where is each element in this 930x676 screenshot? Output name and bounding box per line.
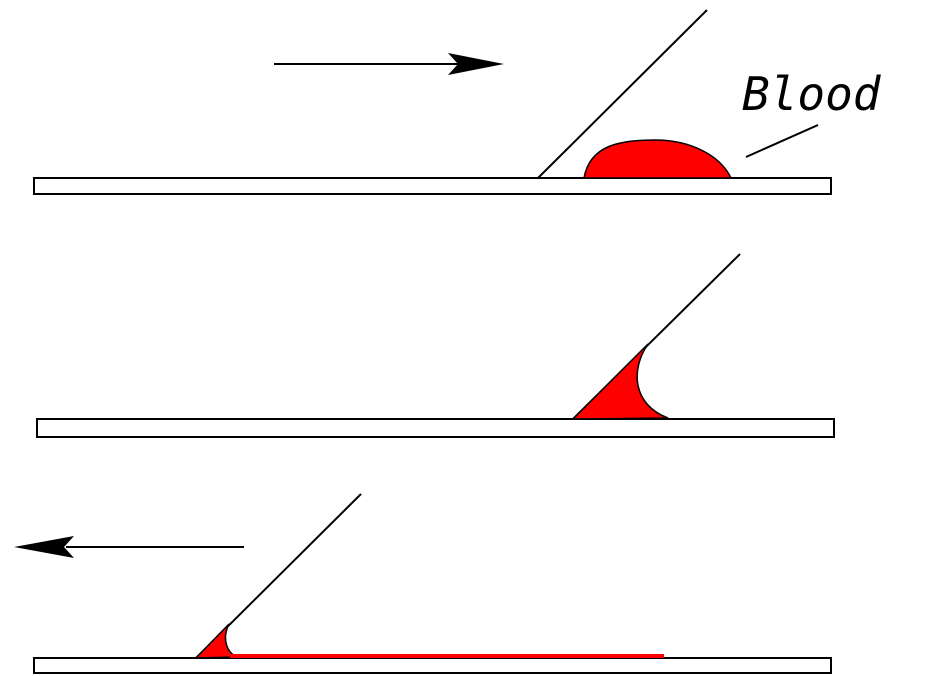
base-slide — [36, 418, 835, 438]
label-pointer-line — [745, 124, 819, 158]
arrow-left-icon — [14, 536, 244, 558]
step-1-panel: Blood — [33, 9, 882, 195]
spreader-slide — [537, 9, 708, 179]
base-slide — [33, 177, 832, 195]
blood-wedge — [571, 343, 669, 420]
arrow-right-icon — [274, 53, 504, 75]
step-2-panel — [36, 253, 835, 438]
blood-wedge — [194, 623, 238, 659]
blood-drop — [583, 139, 733, 179]
blood-smear-film — [230, 654, 664, 658]
base-slide — [33, 657, 832, 674]
step-3-panel — [14, 493, 832, 674]
blood-label: Blood — [742, 67, 882, 121]
